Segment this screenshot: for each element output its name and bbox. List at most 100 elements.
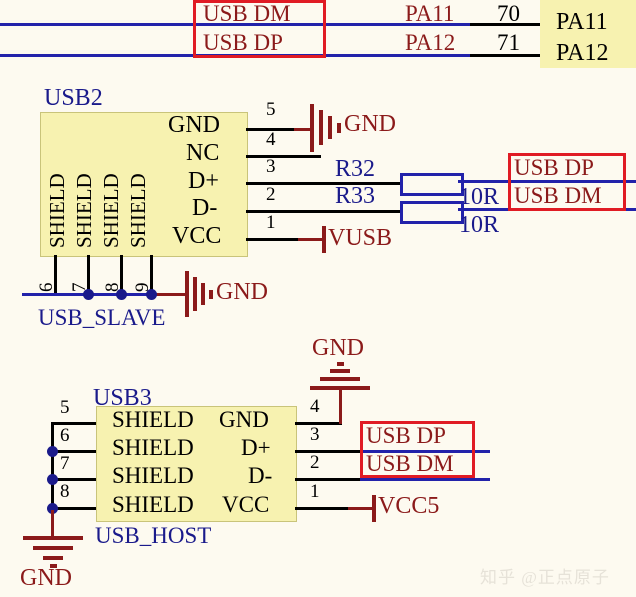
usb2-net-label-dp: USB DP [514,155,594,180]
junction-dot-usb3-6 [47,446,58,457]
usb3-pin-wire-8 [51,507,96,510]
usb3-left-pin-name-4: SHIELD [112,492,194,517]
usb2-right-pin-name-dm: D- [192,195,218,221]
usb3-component-body[interactable] [96,406,297,522]
usb2-gnd-label: GND [344,111,396,137]
usb3-shield-gnd-bar2 [33,546,73,550]
usb3-vcc5-wire [348,507,374,510]
usb3-net-dm-wire [360,478,490,481]
usb2-pin-wire-1 [246,238,300,241]
usb3-right-pin-name-gnd: GND [219,407,269,432]
usb3-gnd-riser [339,390,342,424]
usb3-net-dp-wire [360,450,490,453]
usb2-pin-wire-3 [246,182,400,185]
usb2-shield-gnd-symbol-bar2 [193,277,197,311]
usb3-gnd-top-bar1 [310,386,370,390]
usb2-pin-number-5: 5 [266,99,276,120]
usb3-pin-wire-4 [295,422,342,425]
usb2-shield-gnd-wire [153,293,185,296]
usb2-designator: USB2 [44,85,103,111]
watermark: 知乎 @正点原子 [480,568,610,587]
usb2-right-pin-name-vcc: VCC [172,223,222,249]
usb3-shield-gnd-bar4 [50,564,57,568]
mcu-block-label-pa11: PA11 [556,9,608,35]
usb3-pin-number-7: 7 [60,453,70,474]
usb2-pin-wire-5 [246,128,296,131]
resistor-r32-body[interactable] [400,173,464,196]
usb3-right-pin-name-dm: D- [248,463,273,488]
usb2-vusb-wire [298,238,324,241]
net-label-top-usb-dm: USB DM [203,1,291,26]
resistor-r33-value: 10R [459,212,500,238]
usb2-gnd-wire [294,128,312,131]
wire-pa12-pin [470,54,540,57]
usb2-gnd-symbol-bar4 [337,123,341,133]
usb3-vcc5-bar [372,495,376,522]
usb2-shield-gnd-symbol-bar4 [209,290,213,299]
usb3-shield-gnd-label: GND [20,565,72,591]
usb3-pin-number-3: 3 [310,424,320,445]
usb3-shield-gnd-wire [51,510,54,538]
usb3-pin-wire-2 [295,478,365,481]
usb3-right-pin-name-vcc: VCC [222,492,270,517]
junction-dot-usb2-8 [116,289,127,300]
resistor-r33-body[interactable] [400,201,464,224]
usb2-shield-gnd-label: GND [216,279,268,305]
usb3-gnd-top-bar2 [320,377,360,381]
usb3-pin-wire-6 [51,450,96,453]
usb3-left-pin-name-1: SHIELD [112,407,194,432]
net-label-top-usb-dp: USB DP [203,30,283,55]
usb2-left-pin-name-1: SHIELD [45,173,69,248]
usb3-gnd-top-bar4 [337,362,344,366]
usb3-footprint-label: USB_HOST [95,523,212,548]
usb2-bottom-pin-stub-9 [150,255,153,295]
usb2-net-dp-wire [458,180,636,183]
junction-dot-usb2-7 [83,289,94,300]
usb2-bottom-pin-number-6: 6 [36,282,57,293]
usb2-pin-wire-4 [246,155,321,158]
usb3-pin-number-8: 8 [60,481,70,502]
usb2-shield-gnd-symbol-bar1 [185,271,189,317]
usb2-right-pin-name-nc: NC [186,140,220,166]
mcu-pin-name-pa11: PA11 [405,1,455,26]
resistor-r32-designator: R32 [335,156,376,182]
resistor-r32-value: 10R [459,184,500,210]
wire-usb-dm-top [0,23,540,26]
usb2-right-pin-name-gnd: GND [168,112,220,138]
usb3-pin-number-4: 4 [310,396,320,417]
usb3-gnd-top-label: GND [312,335,364,361]
usb3-gnd-top-bar3 [330,369,350,373]
usb3-net-label-vcc5: VCC5 [378,493,440,519]
mcu-block-label-pa12: PA12 [556,40,609,66]
mcu-pin-number-70: 70 [497,1,520,26]
usb3-shield-gnd-bar1 [23,536,83,540]
usb2-left-pin-name-4: SHIELD [126,173,150,248]
usb2-gnd-symbol-bar2 [319,110,323,145]
usb2-component-body[interactable] [40,112,248,257]
junction-dot-usb3-7 [47,474,58,485]
usb3-pin-wire-5 [51,422,96,425]
usb3-left-pin-name-3: SHIELD [112,463,194,488]
usb2-pin-number-1: 1 [266,212,276,233]
usb2-vusb-label: VUSB [328,225,393,251]
usb2-bottom-pin-stub-7 [87,255,90,295]
usb2-shield-gnd-symbol-bar3 [201,283,205,305]
usb3-pin-number-2: 2 [310,452,320,473]
usb3-pin-number-5: 5 [60,397,70,418]
highlight-box-usb3-nets [360,421,475,478]
usb3-pin-wire-3 [295,450,365,453]
usb2-pin-number-3: 3 [266,156,276,177]
usb2-pin-wire-2 [246,210,400,213]
usb2-vusb-bar [322,226,326,253]
resistor-r33-designator: R33 [335,183,376,209]
mcu-pin-name-pa12: PA12 [405,30,456,55]
usb2-left-pin-name-2: SHIELD [72,173,96,248]
junction-dot-usb2-9 [146,289,157,300]
usb3-pin-wire-7 [51,478,96,481]
usb2-bottom-pin-stub-6 [54,255,57,295]
usb2-footprint-label: USB_SLAVE [38,305,166,330]
usb2-right-pin-name-dp: D+ [188,168,219,194]
usb3-pin-number-6: 6 [60,425,70,446]
usb2-left-pin-name-3: SHIELD [99,173,123,248]
usb2-bottom-pin-stub-8 [120,255,123,295]
